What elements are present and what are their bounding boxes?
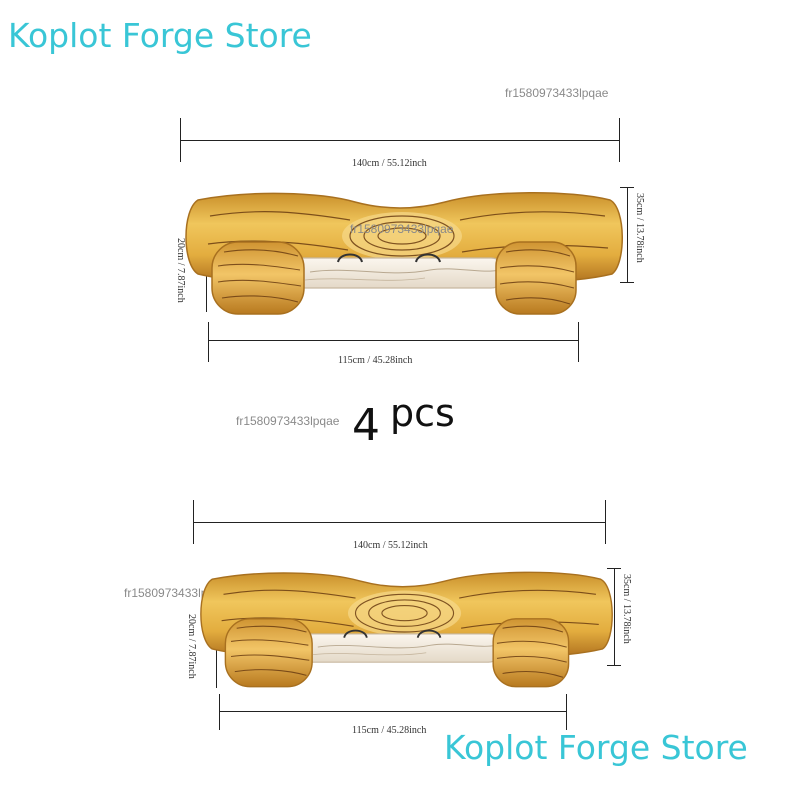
watermark-text: fr1580973433lpqae	[124, 586, 228, 600]
dimension-line-pillow-height-bottom	[614, 568, 615, 666]
watermark-text: fr1580973433lpqae	[236, 414, 340, 428]
quantity-unit: pcs	[390, 391, 455, 435]
dimension-tick	[578, 322, 579, 362]
inflatable-log-set-bottom	[200, 571, 613, 688]
total-length-label: 140cm / 55.12inch	[353, 540, 428, 551]
dimension-tick	[208, 322, 209, 362]
store-name-bottom: Koplot Forge Store	[444, 728, 748, 767]
pillow-height-label: 35cm / 13.78inch	[634, 193, 645, 263]
watermark-text: fr1580973433lpqae	[505, 86, 609, 100]
dimension-tick	[180, 118, 181, 162]
dimension-line-pillow-height-top	[627, 187, 628, 283]
dimension-line-dumbbell-length-top	[208, 340, 578, 341]
total-length-label: 140cm / 55.12inch	[352, 158, 427, 169]
dimension-tick	[619, 118, 620, 162]
inflatable-log-set-top	[185, 191, 623, 315]
watermark-text: fr1580973433lpqae	[350, 222, 454, 236]
dimension-tick	[620, 187, 634, 188]
dimension-line-total-top	[180, 140, 620, 141]
quantity-number: 4	[352, 400, 380, 451]
dimension-tick	[193, 500, 194, 544]
dimension-line-total-bottom	[193, 522, 606, 523]
dimension-tick	[219, 694, 220, 730]
dumbbell-length-label: 115cm / 45.28inch	[352, 725, 427, 736]
dimension-tick	[566, 694, 567, 730]
log-dumbbell	[211, 241, 577, 315]
dimension-line-dumbbell-length-bottom	[219, 711, 567, 712]
dimension-tick	[620, 282, 634, 283]
dimension-tick	[607, 665, 621, 666]
pillow-height-label: 35cm / 13.78inch	[621, 574, 632, 644]
dimension-tick	[607, 568, 621, 569]
store-name-top: Koplot Forge Store	[8, 16, 312, 55]
log-dumbbell	[224, 618, 570, 688]
dimension-tick	[605, 500, 606, 544]
dumbbell-length-label: 115cm / 45.28inch	[338, 355, 413, 366]
